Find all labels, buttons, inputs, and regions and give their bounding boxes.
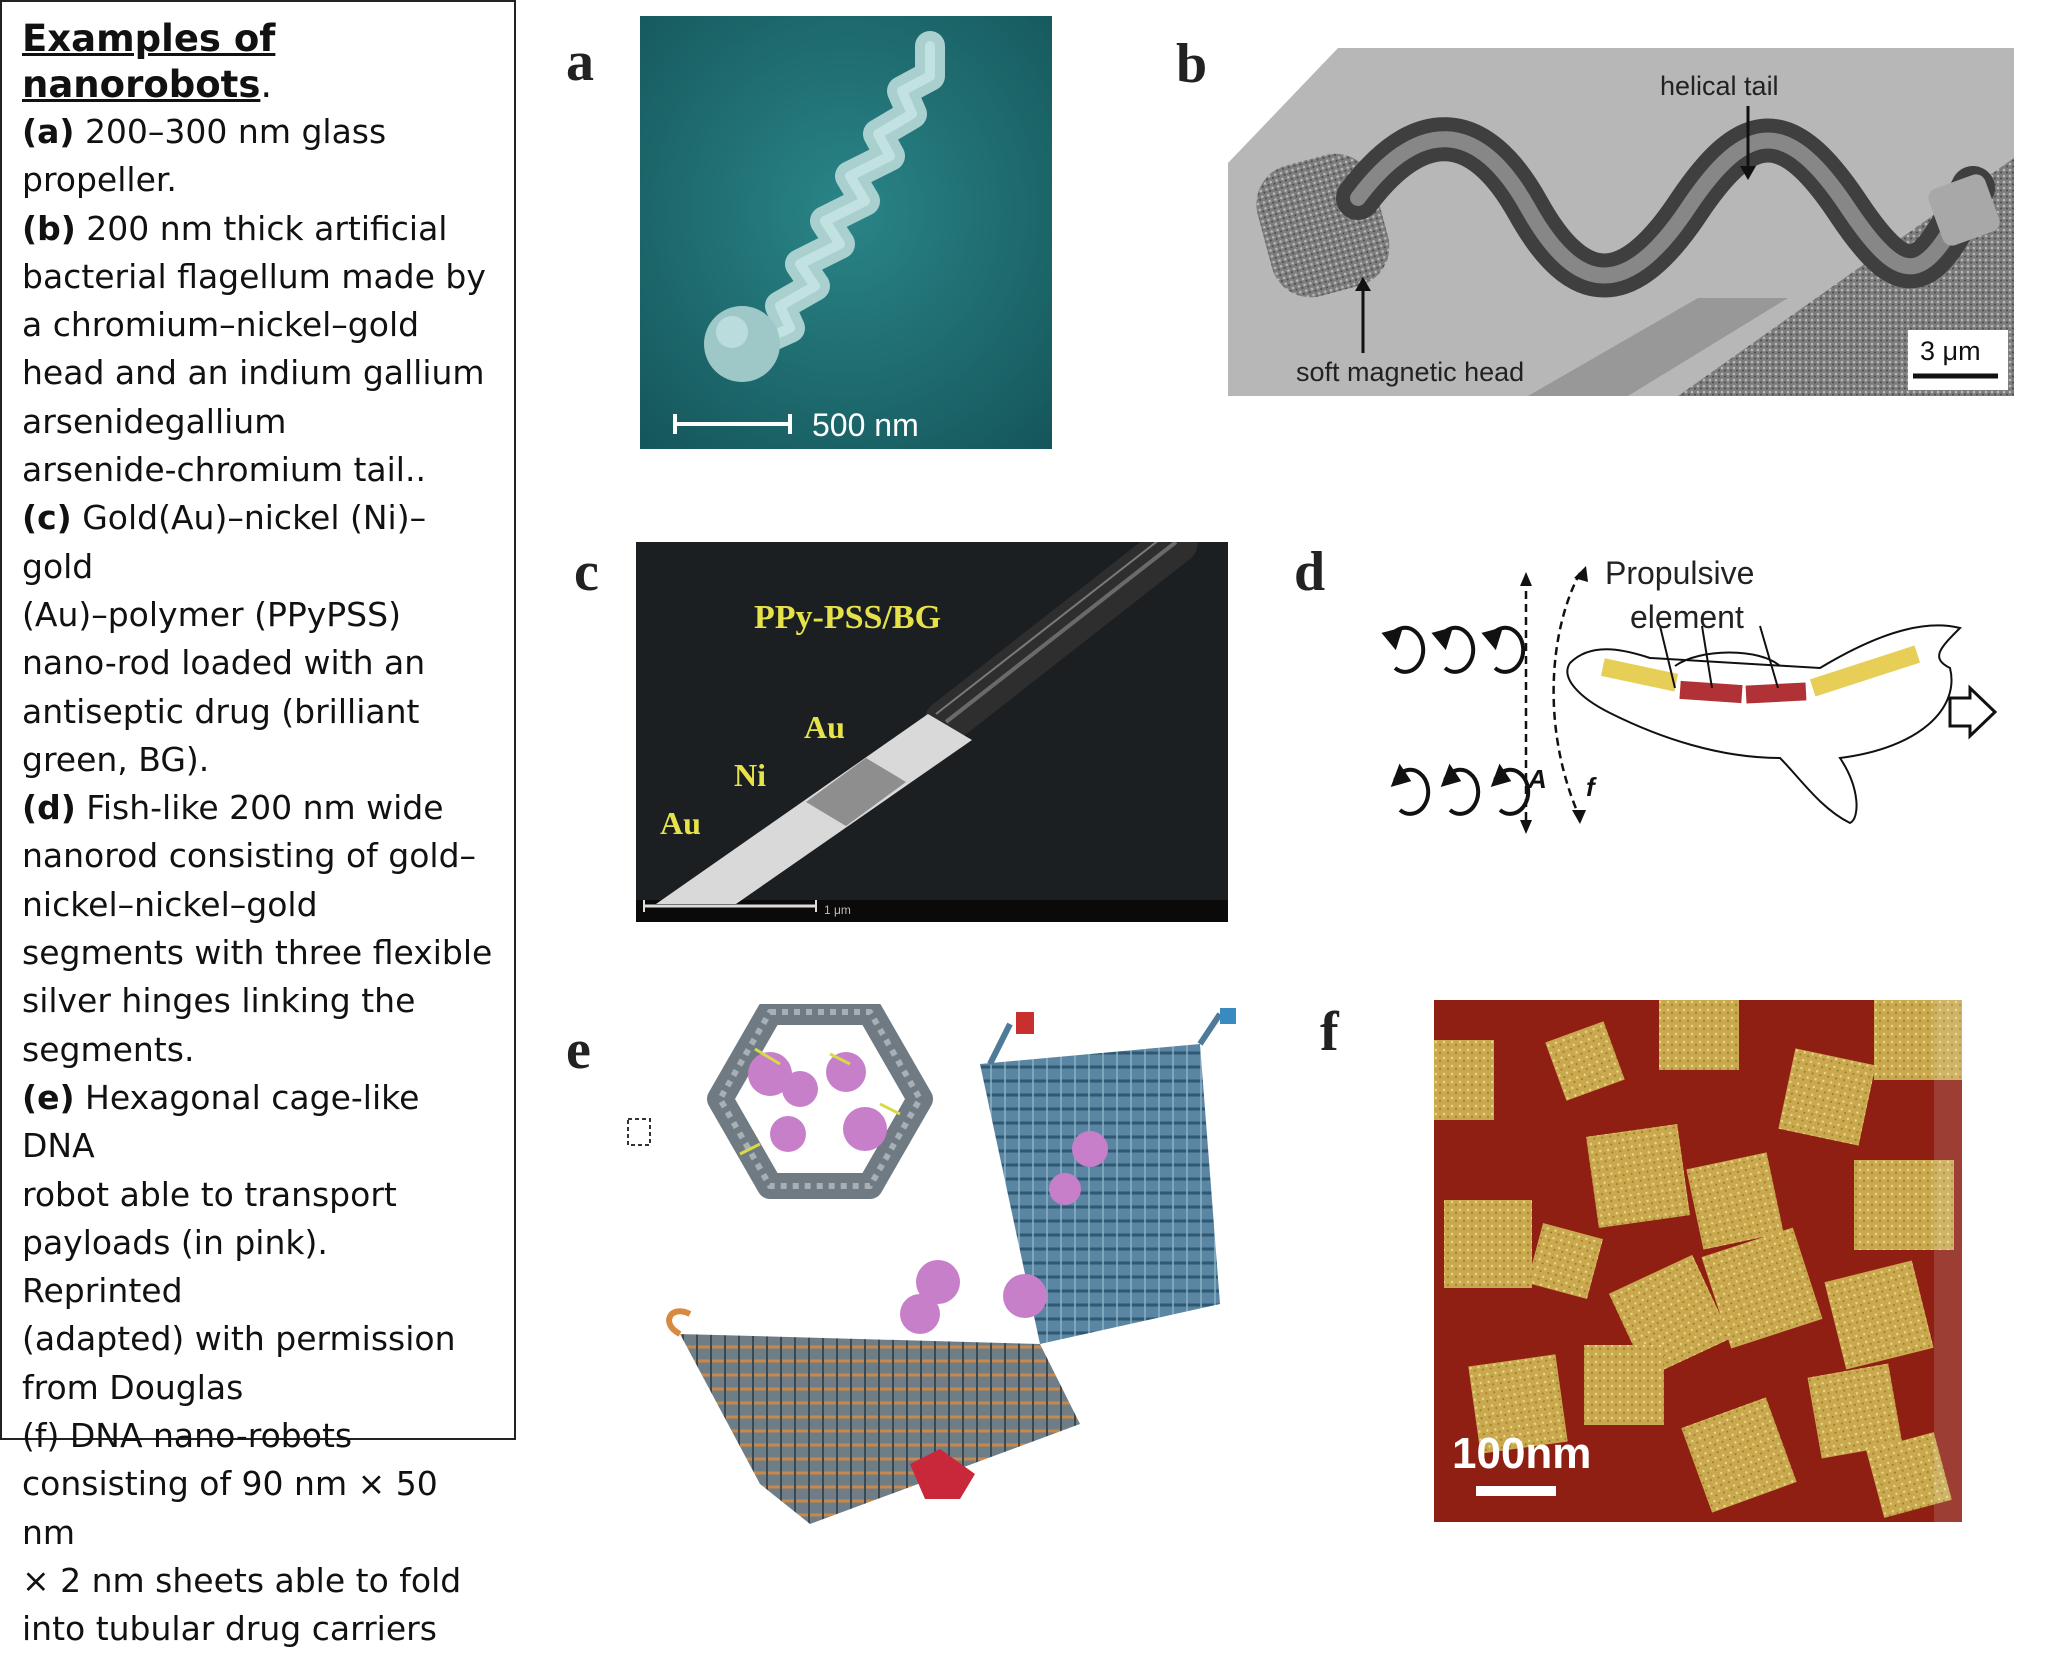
- caption-line: segments with three flexible: [22, 929, 496, 977]
- panel-f-scale-bar: [1476, 1486, 1556, 1496]
- caption-line-text: Gold(Au)–nickel (Ni)–gold: [22, 498, 427, 586]
- caption-line: (d) Fish-like 200 nm wide: [22, 784, 496, 832]
- panel-e-letter: e: [566, 1019, 591, 1081]
- caption-line: (b) 200 nm thick artificial: [22, 205, 496, 253]
- panel-d-label-line1: Propulsive: [1605, 555, 1754, 591]
- panel-c-letter: c: [574, 541, 599, 603]
- caption-line: a chromium–nickel–gold: [22, 301, 496, 349]
- caption-line-text: antiseptic drug (brilliant: [22, 691, 420, 731]
- panel-c-label-au1: Au: [804, 709, 845, 745]
- caption-item-key: (e): [22, 1077, 75, 1117]
- caption-line-text: 200–300 nm glass: [84, 112, 387, 151]
- caption-line-text: arsenidegallium: [22, 401, 287, 441]
- caption-line-text: into tubular drug carriers: [22, 1609, 437, 1649]
- caption-line: bacterial flagellum made by: [22, 253, 496, 301]
- caption-line: nickel–nickel–gold: [22, 881, 496, 929]
- caption-line-text: (f) DNA nano-robots: [22, 1416, 353, 1456]
- panel-a-image: 500 nm: [640, 16, 1052, 449]
- caption-line-text: nickel–nickel–gold: [22, 884, 318, 924]
- panel-b-label-head: soft magnetic head: [1296, 357, 1524, 387]
- caption-title: Examples of nanorobots: [22, 17, 276, 106]
- caption-line-text: green, BG).: [22, 739, 210, 779]
- caption-line-text: propeller.: [22, 160, 177, 200]
- caption-line-text: segments with three flexible: [22, 933, 493, 973]
- panel-a-letter: a: [566, 31, 594, 93]
- panel-b-letter: b: [1176, 33, 1208, 95]
- panel-f-scale-label: 100nm: [1452, 1429, 1591, 1478]
- caption-line: propeller.: [22, 156, 496, 204]
- panel-c-label-au2: Au: [660, 805, 701, 841]
- caption-line-text: nanorod consisting of gold–: [22, 836, 477, 876]
- caption-item-key: (d): [22, 788, 76, 828]
- caption-line: nanorod consisting of gold–: [22, 832, 496, 880]
- caption-line-text: Fish-like 200 nm wide: [86, 788, 444, 828]
- caption-line-text: segments.: [22, 1029, 195, 1069]
- panel-d-label-f: f: [1586, 772, 1597, 802]
- panel-d-label-A: A: [1527, 764, 1547, 794]
- panel-d-letter: d: [1294, 541, 1326, 603]
- panel-e-image: [620, 1004, 1270, 1536]
- panel-a-scale-label: 500 nm: [812, 407, 919, 443]
- panel-b-label-tail: helical tail: [1660, 71, 1779, 101]
- caption-item-key: (b): [22, 208, 76, 248]
- caption-line: robot able to transport: [22, 1171, 496, 1219]
- panel-c-image: PPy-PSS/BG Au Ni Au 1 μm: [636, 542, 1228, 922]
- caption-title-row: Examples of nanorobots.: [22, 16, 496, 108]
- panel-f-image: 100nm: [1434, 1000, 1962, 1522]
- caption-line: arsenidegallium: [22, 398, 496, 446]
- caption-line-text: a chromium–nickel–gold: [22, 305, 420, 345]
- caption-line: (c) Gold(Au)–nickel (Ni)–gold: [22, 494, 496, 591]
- caption-line-text: (adapted) with permission: [22, 1319, 456, 1359]
- caption-line-text: from Douglas: [22, 1367, 244, 1407]
- panel-c-scale-label: 1 μm: [824, 903, 851, 917]
- caption-line: consisting of 90 nm × 50 nm: [22, 1460, 496, 1557]
- caption-line: from Douglas: [22, 1364, 496, 1412]
- caption-line: (a) 200–300 nm glass: [22, 108, 496, 156]
- caption-item-key: (c): [22, 498, 72, 538]
- caption-line-text: Hexagonal cage-like DNA: [22, 1077, 420, 1166]
- caption-line-text: 200 nm thick artificial: [86, 208, 448, 248]
- caption-line-text: head and an indium gallium: [22, 353, 485, 393]
- caption-line: (adapted) with permission: [22, 1315, 496, 1363]
- caption-line: head and an indium gallium: [22, 349, 496, 397]
- caption-line: payloads (in pink). Reprinted: [22, 1219, 496, 1316]
- caption-line: antiseptic drug (brilliant: [22, 688, 496, 736]
- panel-f-letter: f: [1320, 1001, 1339, 1063]
- caption-line-text: (Au)–polymer (PPyPSS): [22, 594, 401, 634]
- caption-line: arsenide-chromium tail..: [22, 446, 496, 494]
- panel-b-scale-label: 3 μm: [1920, 336, 1981, 366]
- caption-line: green, BG).: [22, 736, 496, 784]
- caption-line-text: payloads (in pink). Reprinted: [22, 1222, 328, 1311]
- caption-line: nano-rod loaded with an: [22, 639, 496, 687]
- caption-line-text: arsenide-chromium tail..: [22, 450, 426, 490]
- caption-line: × 2 nm sheets able to fold: [22, 1557, 496, 1605]
- caption-line-text: silver hinges linking the: [22, 981, 416, 1021]
- caption-line-text: nano-rod loaded with an: [22, 643, 426, 683]
- panel-d-diagram: A f Propulsive element: [1340, 548, 2020, 848]
- caption-line: segments.: [22, 1026, 496, 1074]
- caption-line-text: robot able to transport: [22, 1174, 397, 1214]
- panel-d-label-line2: element: [1630, 599, 1744, 635]
- caption-item-key: (a): [22, 112, 75, 151]
- caption-line-text: consisting of 90 nm × 50 nm: [22, 1464, 438, 1552]
- caption-box: Examples of nanorobots. (a) 200–300 nm g…: [0, 0, 516, 1648]
- caption-title-suffix: .: [260, 63, 273, 106]
- caption-line-text: bacterial flagellum made by: [22, 256, 486, 296]
- panel-c-label-polymer: PPy-PSS/BG: [754, 599, 941, 636]
- caption-line: (e) Hexagonal cage-like DNA: [22, 1074, 496, 1171]
- caption-line: into tubular drug carriers: [22, 1605, 496, 1653]
- caption-line: silver hinges linking the: [22, 977, 496, 1025]
- panel-c-label-ni: Ni: [734, 757, 766, 793]
- panel-b-image: helical tail soft magnetic head 3 μm: [1228, 48, 2014, 396]
- caption-line-text: × 2 nm sheets able to fold: [22, 1560, 462, 1600]
- caption-line: (f) DNA nano-robots: [22, 1412, 496, 1460]
- caption-line: (Au)–polymer (PPyPSS): [22, 591, 496, 639]
